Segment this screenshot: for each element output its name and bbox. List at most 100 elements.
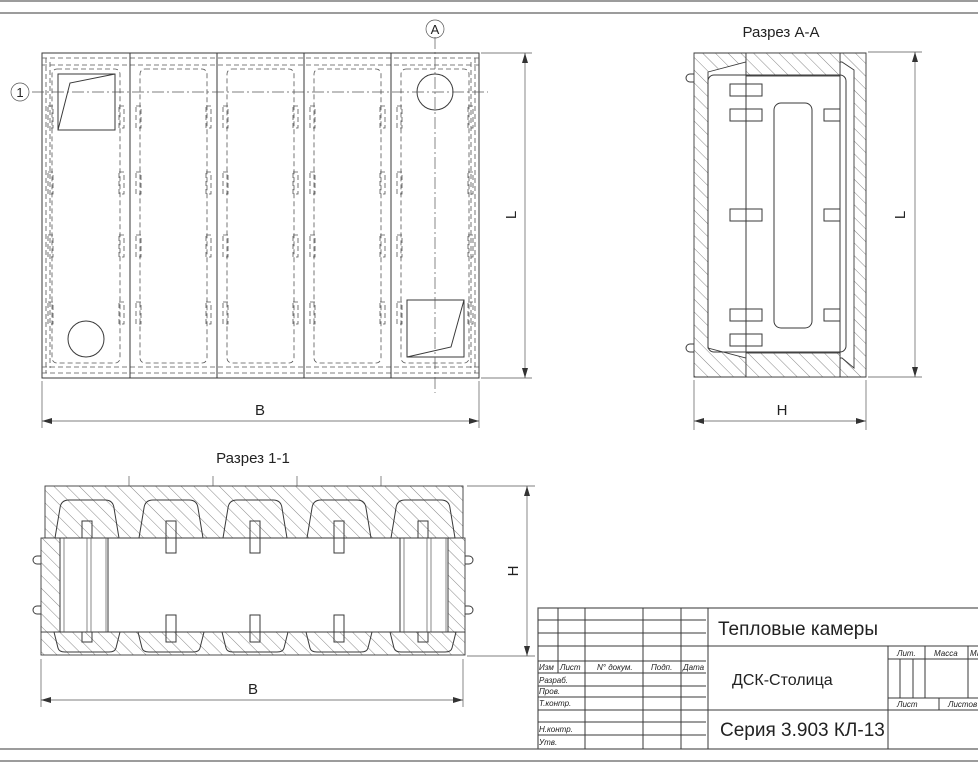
segment-lug bbox=[396, 171, 403, 195]
organization-name: ДСК-Столица bbox=[732, 672, 833, 689]
segment-lug bbox=[205, 301, 212, 325]
header-date: Дата bbox=[682, 663, 705, 672]
section-1-1: Разрез 1-1 H B bbox=[32, 450, 535, 707]
label-scale: Масштаб bbox=[970, 649, 978, 658]
series-number: Серия 3.903 КЛ-13 bbox=[720, 720, 885, 741]
segment-lug bbox=[396, 234, 403, 258]
segment-lug bbox=[467, 301, 474, 325]
segment-lug bbox=[135, 234, 142, 258]
segment-lug bbox=[222, 301, 229, 325]
lower-insert bbox=[165, 614, 177, 643]
segment-lug bbox=[379, 234, 386, 258]
dimension-label-b-11: B bbox=[248, 681, 258, 698]
header-list: Лист bbox=[559, 663, 581, 672]
role-developer: Разраб. bbox=[539, 676, 568, 685]
segment-lug bbox=[205, 105, 212, 129]
segment-lug bbox=[292, 171, 299, 195]
segment-lug bbox=[309, 171, 316, 195]
label-sheet: Лист bbox=[896, 700, 918, 709]
dimension-label-h-11: H bbox=[505, 566, 522, 577]
segment-lug bbox=[396, 105, 403, 129]
segment-lug bbox=[118, 301, 125, 325]
segment-lug bbox=[47, 105, 54, 129]
segment-lug bbox=[292, 301, 299, 325]
segment-lug bbox=[379, 105, 386, 129]
plan-view: 1 A L B bbox=[10, 19, 532, 428]
section-a-a-opening bbox=[773, 102, 813, 329]
segment-lug bbox=[47, 234, 54, 258]
upper-cell bbox=[306, 499, 372, 539]
lower-cell bbox=[53, 631, 121, 653]
segment-lug bbox=[222, 234, 229, 258]
segment-lug bbox=[292, 105, 299, 129]
upper-insert bbox=[333, 520, 345, 554]
lower-cell bbox=[389, 631, 457, 653]
lower-insert bbox=[333, 614, 345, 643]
segment-inner-outline bbox=[226, 68, 295, 364]
upper-cell bbox=[138, 499, 204, 539]
section-1-1-title: Разрез 1-1 bbox=[216, 450, 290, 467]
header-sign: Подп. bbox=[651, 663, 672, 672]
segment-lug bbox=[135, 171, 142, 195]
segment-inner-outline bbox=[51, 68, 121, 364]
segment-lug bbox=[118, 171, 125, 195]
segment-lug bbox=[396, 301, 403, 325]
segment-lug bbox=[47, 171, 54, 195]
manhole-opening-right bbox=[406, 299, 465, 358]
lower-insert bbox=[249, 614, 261, 643]
segment-lug bbox=[309, 234, 316, 258]
lower-cell bbox=[137, 631, 205, 653]
segment-lug bbox=[309, 105, 316, 129]
segment-lug bbox=[467, 171, 474, 195]
segment-lug bbox=[379, 301, 386, 325]
section-1-1-cavity bbox=[59, 537, 449, 633]
role-norm-control: Н.контр. bbox=[539, 725, 573, 734]
segment-lug bbox=[135, 105, 142, 129]
header-doc-no: N° докум. bbox=[597, 663, 633, 672]
role-checker: Пров. bbox=[539, 687, 560, 696]
header-izm: Изм bbox=[539, 663, 554, 672]
lower-cell bbox=[305, 631, 373, 653]
drawing-title: Тепловые камеры bbox=[718, 619, 878, 640]
upper-cell bbox=[390, 499, 456, 539]
segment-lug bbox=[467, 234, 474, 258]
segment-lug bbox=[309, 301, 316, 325]
dimension-label-l: L bbox=[503, 211, 520, 219]
segment-lug bbox=[118, 234, 125, 258]
end-wall-panel bbox=[59, 537, 109, 633]
section-a-a: Разрез А-А L H bbox=[685, 24, 922, 430]
role-approved: Утв. bbox=[538, 738, 557, 747]
label-lit: Лит. bbox=[896, 649, 916, 658]
segment-lug bbox=[47, 301, 54, 325]
pipe-opening-left bbox=[67, 320, 105, 358]
segment-lug bbox=[205, 171, 212, 195]
end-wall-panel bbox=[399, 537, 449, 633]
segment-lug bbox=[379, 171, 386, 195]
manhole-cover-left bbox=[57, 73, 116, 131]
dimension-label-b: B bbox=[255, 402, 265, 419]
axis-marker-a-circle bbox=[425, 19, 445, 39]
upper-cell bbox=[222, 499, 288, 539]
segment-inner-outline bbox=[313, 68, 382, 364]
axis-marker-a: A bbox=[431, 22, 440, 37]
upper-insert bbox=[165, 520, 177, 554]
segment-lug bbox=[222, 171, 229, 195]
title-block: Изм Лист N° докум. Подп. Дата Разраб. Пр… bbox=[537, 607, 978, 750]
segment-lug bbox=[292, 234, 299, 258]
upper-insert bbox=[249, 520, 261, 554]
segment-lug bbox=[222, 105, 229, 129]
plan-outline bbox=[41, 52, 480, 379]
label-mass: Масса bbox=[934, 649, 958, 658]
dimension-label-h-aa: H bbox=[777, 402, 788, 419]
section-a-a-title: Разрез А-А bbox=[743, 24, 820, 41]
segment-lug bbox=[135, 301, 142, 325]
segment-lug bbox=[205, 234, 212, 258]
upper-cell bbox=[54, 499, 120, 539]
manhole-cover-right bbox=[406, 299, 465, 358]
role-tech-control: Т.контр. bbox=[539, 699, 571, 708]
dimension-label-l-aa: L bbox=[892, 211, 909, 219]
label-sheets: Листов bbox=[947, 700, 977, 709]
segment-inner-outline bbox=[139, 68, 208, 364]
axis-marker-1: 1 bbox=[16, 85, 23, 100]
